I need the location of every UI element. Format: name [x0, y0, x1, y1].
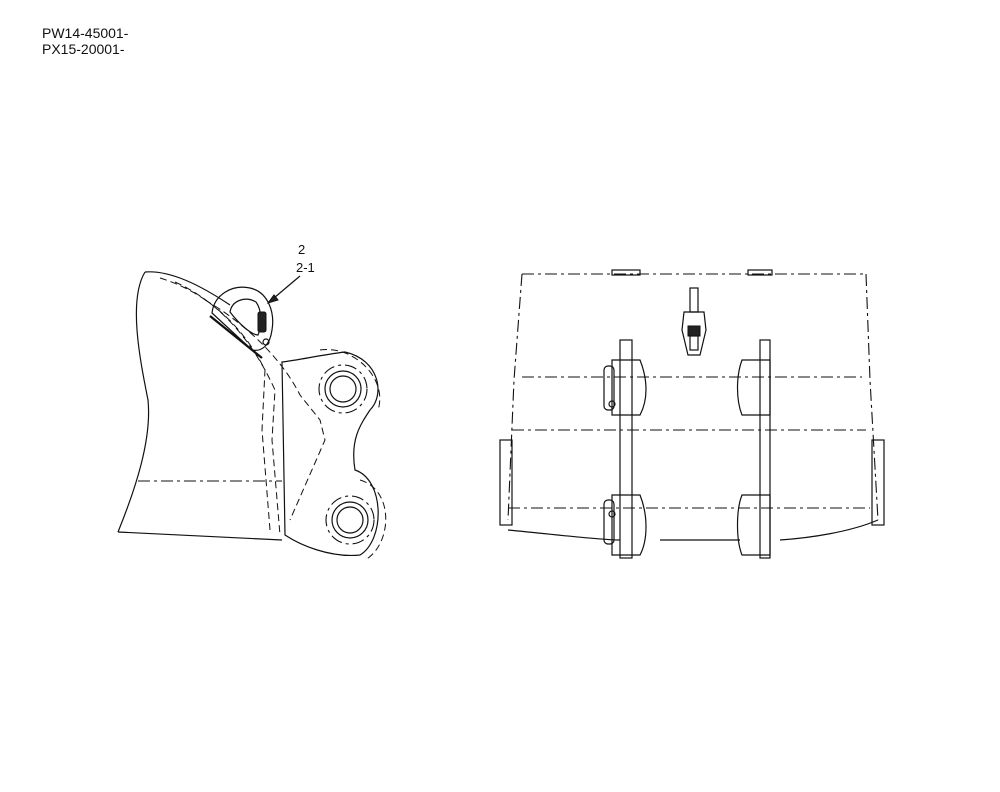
serial-number-block: PW14-45001- PX15-20001-: [42, 25, 128, 57]
callout-arrowhead: [266, 294, 279, 304]
rear-top-tab-left: [611, 269, 641, 276]
lifting-hook: [211, 286, 274, 351]
bucket-inner-hidden-2: [174, 281, 281, 536]
pin-bracket-plate-hidden: [319, 349, 387, 561]
lifting-hook-plate: [209, 315, 263, 359]
rear-bottom-edge: [507, 519, 879, 541]
bucket-rear-view: [499, 269, 885, 559]
callout-part-2: 2: [298, 242, 305, 257]
rear-right-stub: [871, 439, 885, 526]
hook-latch: [257, 311, 267, 333]
rear-left-bracket: [603, 339, 647, 559]
rear-right-bracket: [736, 339, 771, 559]
hook-pin: [262, 338, 270, 346]
bucket-side-view: [117, 271, 387, 561]
upper-pin-boss: [318, 364, 368, 414]
callout-part-2-1: 2-1: [296, 260, 315, 275]
bucket-shell-outline: [117, 271, 150, 533]
pin-bracket-plate: [281, 351, 379, 557]
bucket-top-edge: [144, 271, 231, 306]
bucket-inner-hidden-3: [204, 299, 326, 521]
lower-pin-boss: [325, 495, 375, 545]
rear-left-edge: [507, 273, 523, 521]
rear-top-tab-right: [747, 269, 773, 276]
serial-range-1: PW14-45001-: [42, 25, 129, 41]
rear-view-hook: [681, 287, 707, 356]
lifting-hook-inner: [229, 298, 262, 336]
bucket-bottom-edge: [117, 531, 283, 541]
serial-range-2: PX15-20001-: [42, 41, 125, 57]
rear-left-stub: [499, 439, 513, 526]
